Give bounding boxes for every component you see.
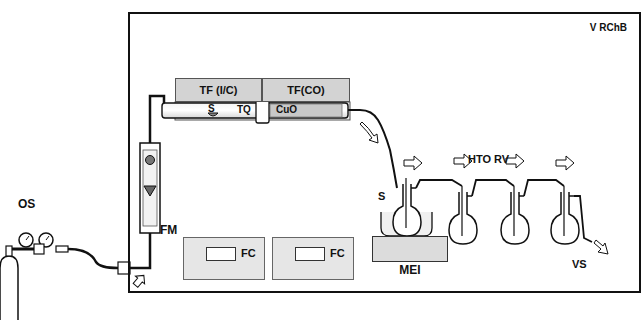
gas-cylinder (0, 233, 68, 320)
node-label: TF (I/C) (200, 84, 238, 96)
node-label: FC (241, 247, 256, 259)
node-label: MEI (373, 264, 447, 277)
node-label: FC (330, 247, 345, 259)
display-window (295, 247, 325, 261)
furnace-controller: FC (183, 237, 265, 280)
display-window (206, 247, 236, 261)
quartz-tube (162, 103, 348, 118)
magnetic-stirrer: MEI (372, 236, 448, 262)
enclosure-frame: V RChB TF (I/C) TF(CO) FC FC MEI (128, 12, 641, 293)
furnace-controller: FC (272, 237, 354, 280)
node-label: V RChB (590, 22, 627, 33)
part-label: TQ (237, 104, 251, 115)
part-label: FM (160, 224, 177, 237)
node-label: TF(CO) (287, 84, 324, 96)
cuo-packing (270, 104, 342, 117)
part-label: S (208, 103, 215, 114)
furnace-box: TF(CO) (262, 78, 350, 102)
flowmeter (140, 143, 160, 233)
part-label: CuO (276, 104, 297, 115)
part-label: HTO RV (468, 153, 509, 165)
part-label: VS (572, 258, 587, 270)
furnace-box: TF (I/C) (175, 78, 262, 102)
part-label: S (378, 190, 385, 202)
part-label: OS (18, 198, 35, 211)
